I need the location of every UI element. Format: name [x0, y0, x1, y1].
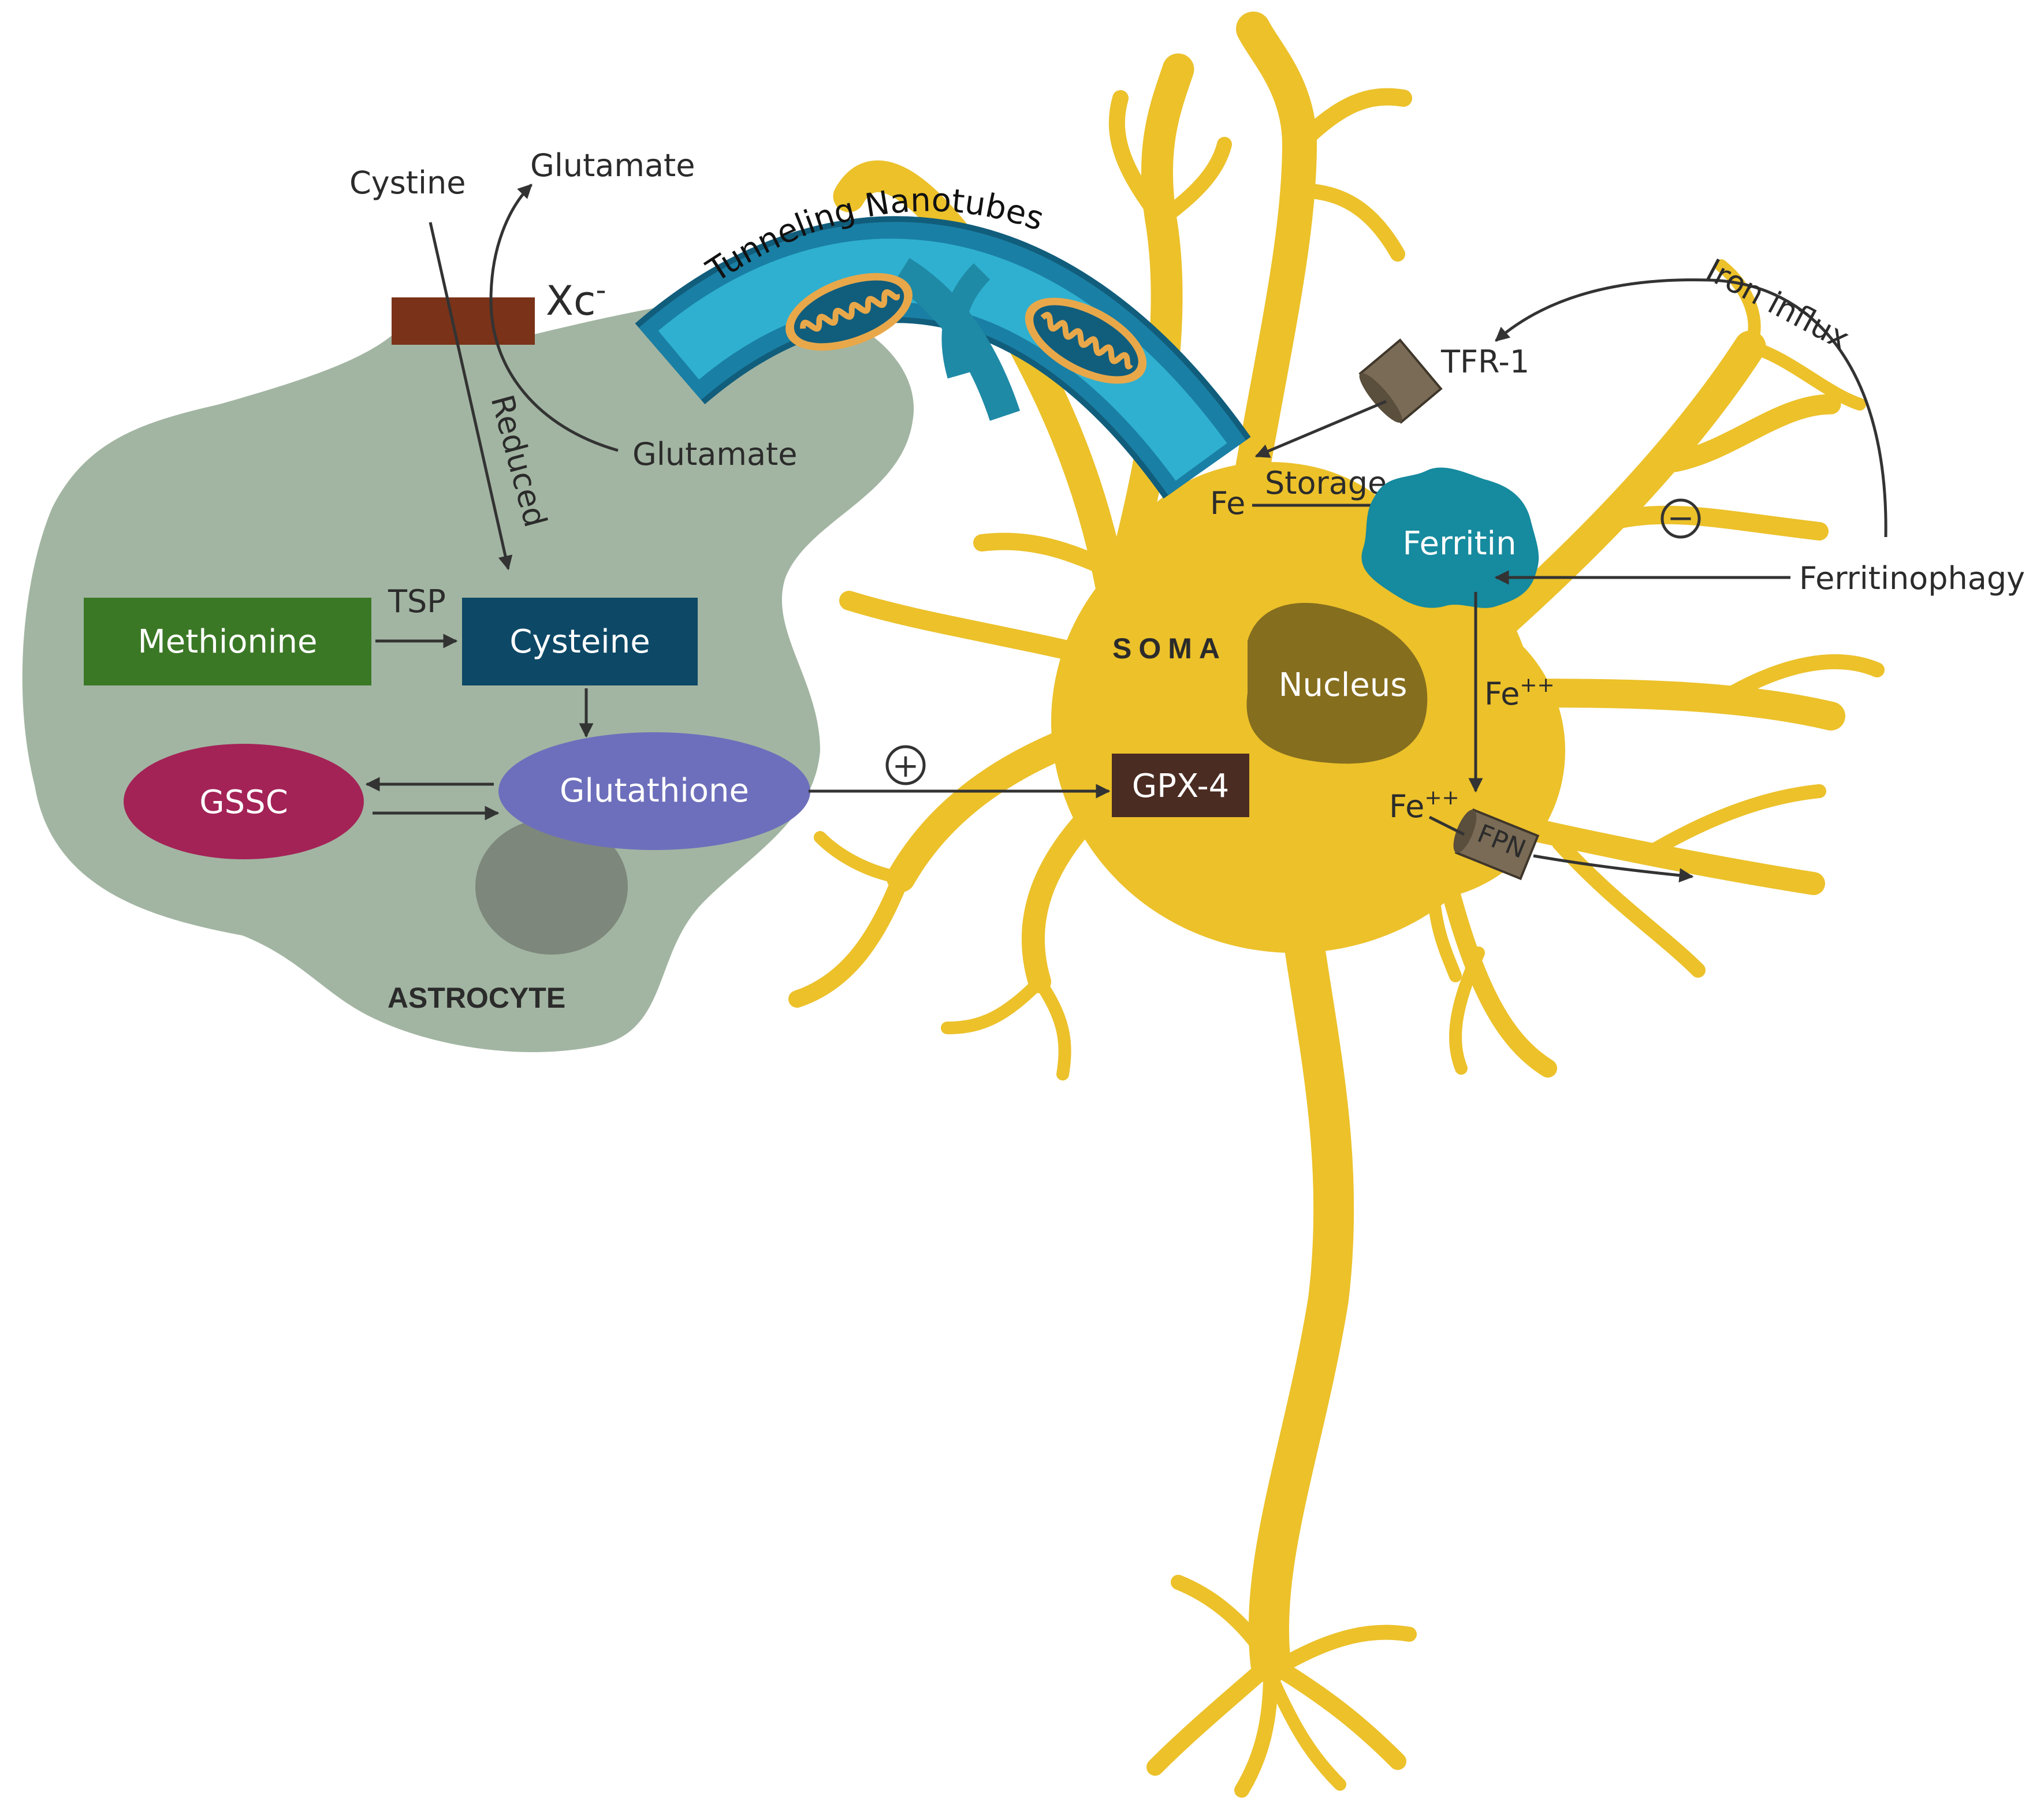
gssc-label: GSSC [199, 784, 288, 821]
nucleus [1246, 603, 1428, 764]
ferritin-node [1361, 467, 1539, 608]
fe2-export-line [1428, 815, 1465, 836]
ferritinophagy-label: Ferritinophagy [1799, 560, 2025, 597]
xc-label: Xc- [546, 273, 606, 325]
cysteine-box [462, 598, 698, 685]
mitochondrion-icon [785, 273, 913, 351]
fe-label: Fe [1210, 485, 1245, 521]
plus-circle-icon [885, 745, 926, 785]
astrocyte-label: ASTROCYTE [388, 982, 565, 1014]
fe2-label: Fe++ [1484, 673, 1555, 712]
glutamate-out-label: Glutamate [530, 147, 695, 184]
nucleus-label: Nucleus [1279, 666, 1408, 704]
ferritin-label: Ferritin [1402, 525, 1516, 562]
glutamate-in-label: Glutamate [632, 436, 797, 472]
mitochondrion-icon [1025, 297, 1147, 384]
minus-circle-icon [1660, 498, 1701, 539]
minus-label: − [1667, 500, 1695, 537]
gssc-node [124, 744, 364, 859]
gpx4-box [1112, 754, 1249, 817]
gpx4-label: GPX-4 [1132, 767, 1230, 805]
cystine-label: Cystine [349, 165, 466, 201]
fe2b-label: Fe++ [1389, 786, 1460, 825]
astrocyte-nucleus [475, 818, 628, 955]
fpn-channel-icon [1453, 808, 1540, 881]
iron-influx-arrow [1495, 278, 1887, 538]
tfr1-label: TFR-1 [1440, 344, 1529, 380]
fpn-export-arrow [1533, 854, 1694, 883]
tfr1-channel-icon [1358, 338, 1443, 424]
soma-label: SOMA [1112, 632, 1227, 665]
xc-transporter [392, 297, 535, 345]
storage-label: Storage [1265, 465, 1387, 501]
cystine-import-arrow [429, 222, 513, 571]
methionine-box [84, 598, 371, 685]
glutathione-label: Glutathione [560, 772, 749, 810]
plus-label: + [892, 747, 919, 785]
glutathione-node [498, 732, 810, 850]
tfr1-to-fe-arrow [1254, 400, 1387, 458]
cysteine-label: Cysteine [509, 623, 650, 661]
iron-influx-label: Iron influx [1700, 252, 1856, 357]
glutamate-export-arrow [489, 184, 619, 452]
tsp-label: TSP [388, 583, 446, 620]
methionine-label: Methionine [137, 623, 317, 661]
